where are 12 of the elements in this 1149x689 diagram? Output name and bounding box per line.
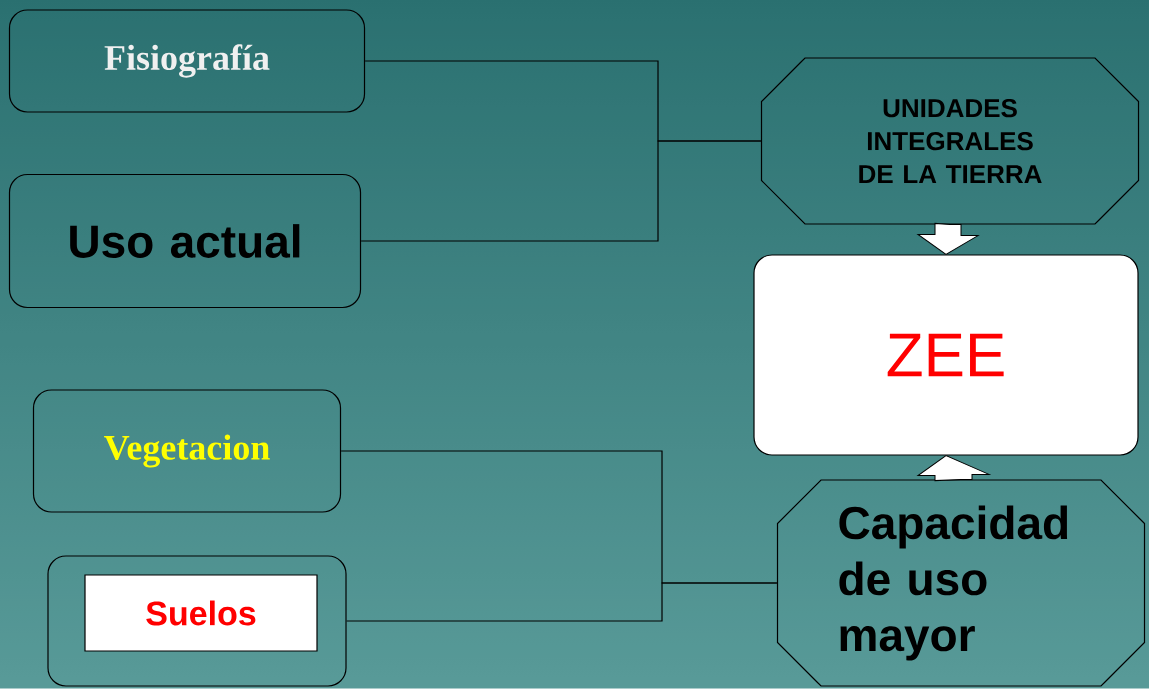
process-box xyxy=(47,555,347,687)
process-box: Fisiografía xyxy=(8,9,366,113)
process-box: Vegetacion xyxy=(32,389,342,513)
octagon-box: UNIDADES INTEGRALES DE LA TIERRA xyxy=(760,57,1140,225)
connector-line xyxy=(360,140,762,242)
octagon-box: Capacidad de uso mayor xyxy=(776,479,1146,687)
result-box: ZEE xyxy=(753,254,1139,456)
connector-line xyxy=(346,582,778,622)
label-box: Suelos xyxy=(84,574,318,652)
block-arrow xyxy=(917,455,990,482)
process-box: Uso actual xyxy=(8,173,362,309)
block-arrow xyxy=(917,222,979,255)
